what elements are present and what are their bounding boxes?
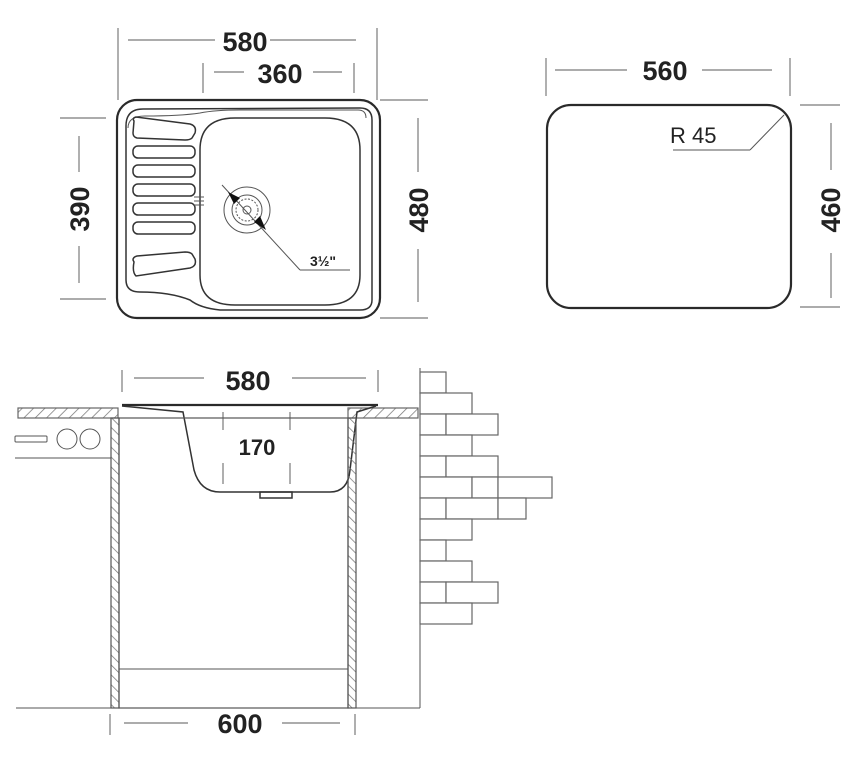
drain-outlet — [259, 491, 293, 499]
dimension-580-section: 580 — [121, 366, 379, 396]
top-view: 580 360 390 480 — [60, 27, 434, 320]
dimension-560: 560 — [545, 56, 791, 96]
dimension-label: 560 — [642, 56, 687, 86]
dimension-label: 600 — [217, 709, 262, 739]
drainboard-ribs — [132, 116, 197, 277]
drain-icon: 3½" — [221, 184, 350, 271]
drain-size-label: 3½" — [310, 253, 336, 269]
dimension-460: 460 — [800, 104, 846, 308]
cutout-view: 560 460 R 45 — [545, 56, 846, 310]
drawer-handle-icon — [14, 435, 48, 443]
dimension-label: 580 — [225, 366, 270, 396]
radius-label: R 45 — [670, 123, 716, 148]
dimension-label: 580 — [222, 27, 267, 57]
dimension-170: 170 — [222, 412, 291, 484]
dimension-label: 170 — [239, 435, 276, 460]
dimension-label: 480 — [404, 187, 434, 232]
brick-wall — [392, 368, 553, 709]
overflow-icon — [194, 196, 204, 206]
cabinet-wall-right — [347, 417, 357, 709]
knob-icon — [56, 428, 78, 450]
cutout-outline — [545, 103, 793, 310]
sink-inner-rim — [125, 107, 373, 311]
knob-icon — [79, 428, 101, 450]
countertop-left — [17, 407, 119, 419]
cabinet-wall-left — [110, 417, 120, 709]
sink-outer-rim — [115, 98, 382, 320]
dimension-label: 390 — [65, 186, 95, 231]
dimension-480: 480 — [380, 99, 434, 319]
dimension-360: 360 — [202, 59, 355, 93]
drawer-front — [14, 428, 111, 459]
countertop-right — [347, 407, 419, 419]
dimension-390: 390 — [60, 117, 106, 300]
section-view: 580 170 — [14, 366, 553, 739]
dimension-600: 600 — [109, 709, 356, 739]
dimension-580-top: 580 — [117, 27, 378, 100]
dimension-label: 360 — [257, 59, 302, 89]
radius-callout: R 45 — [670, 114, 785, 151]
sink-bowl — [199, 117, 361, 306]
dimension-label: 460 — [816, 187, 846, 232]
